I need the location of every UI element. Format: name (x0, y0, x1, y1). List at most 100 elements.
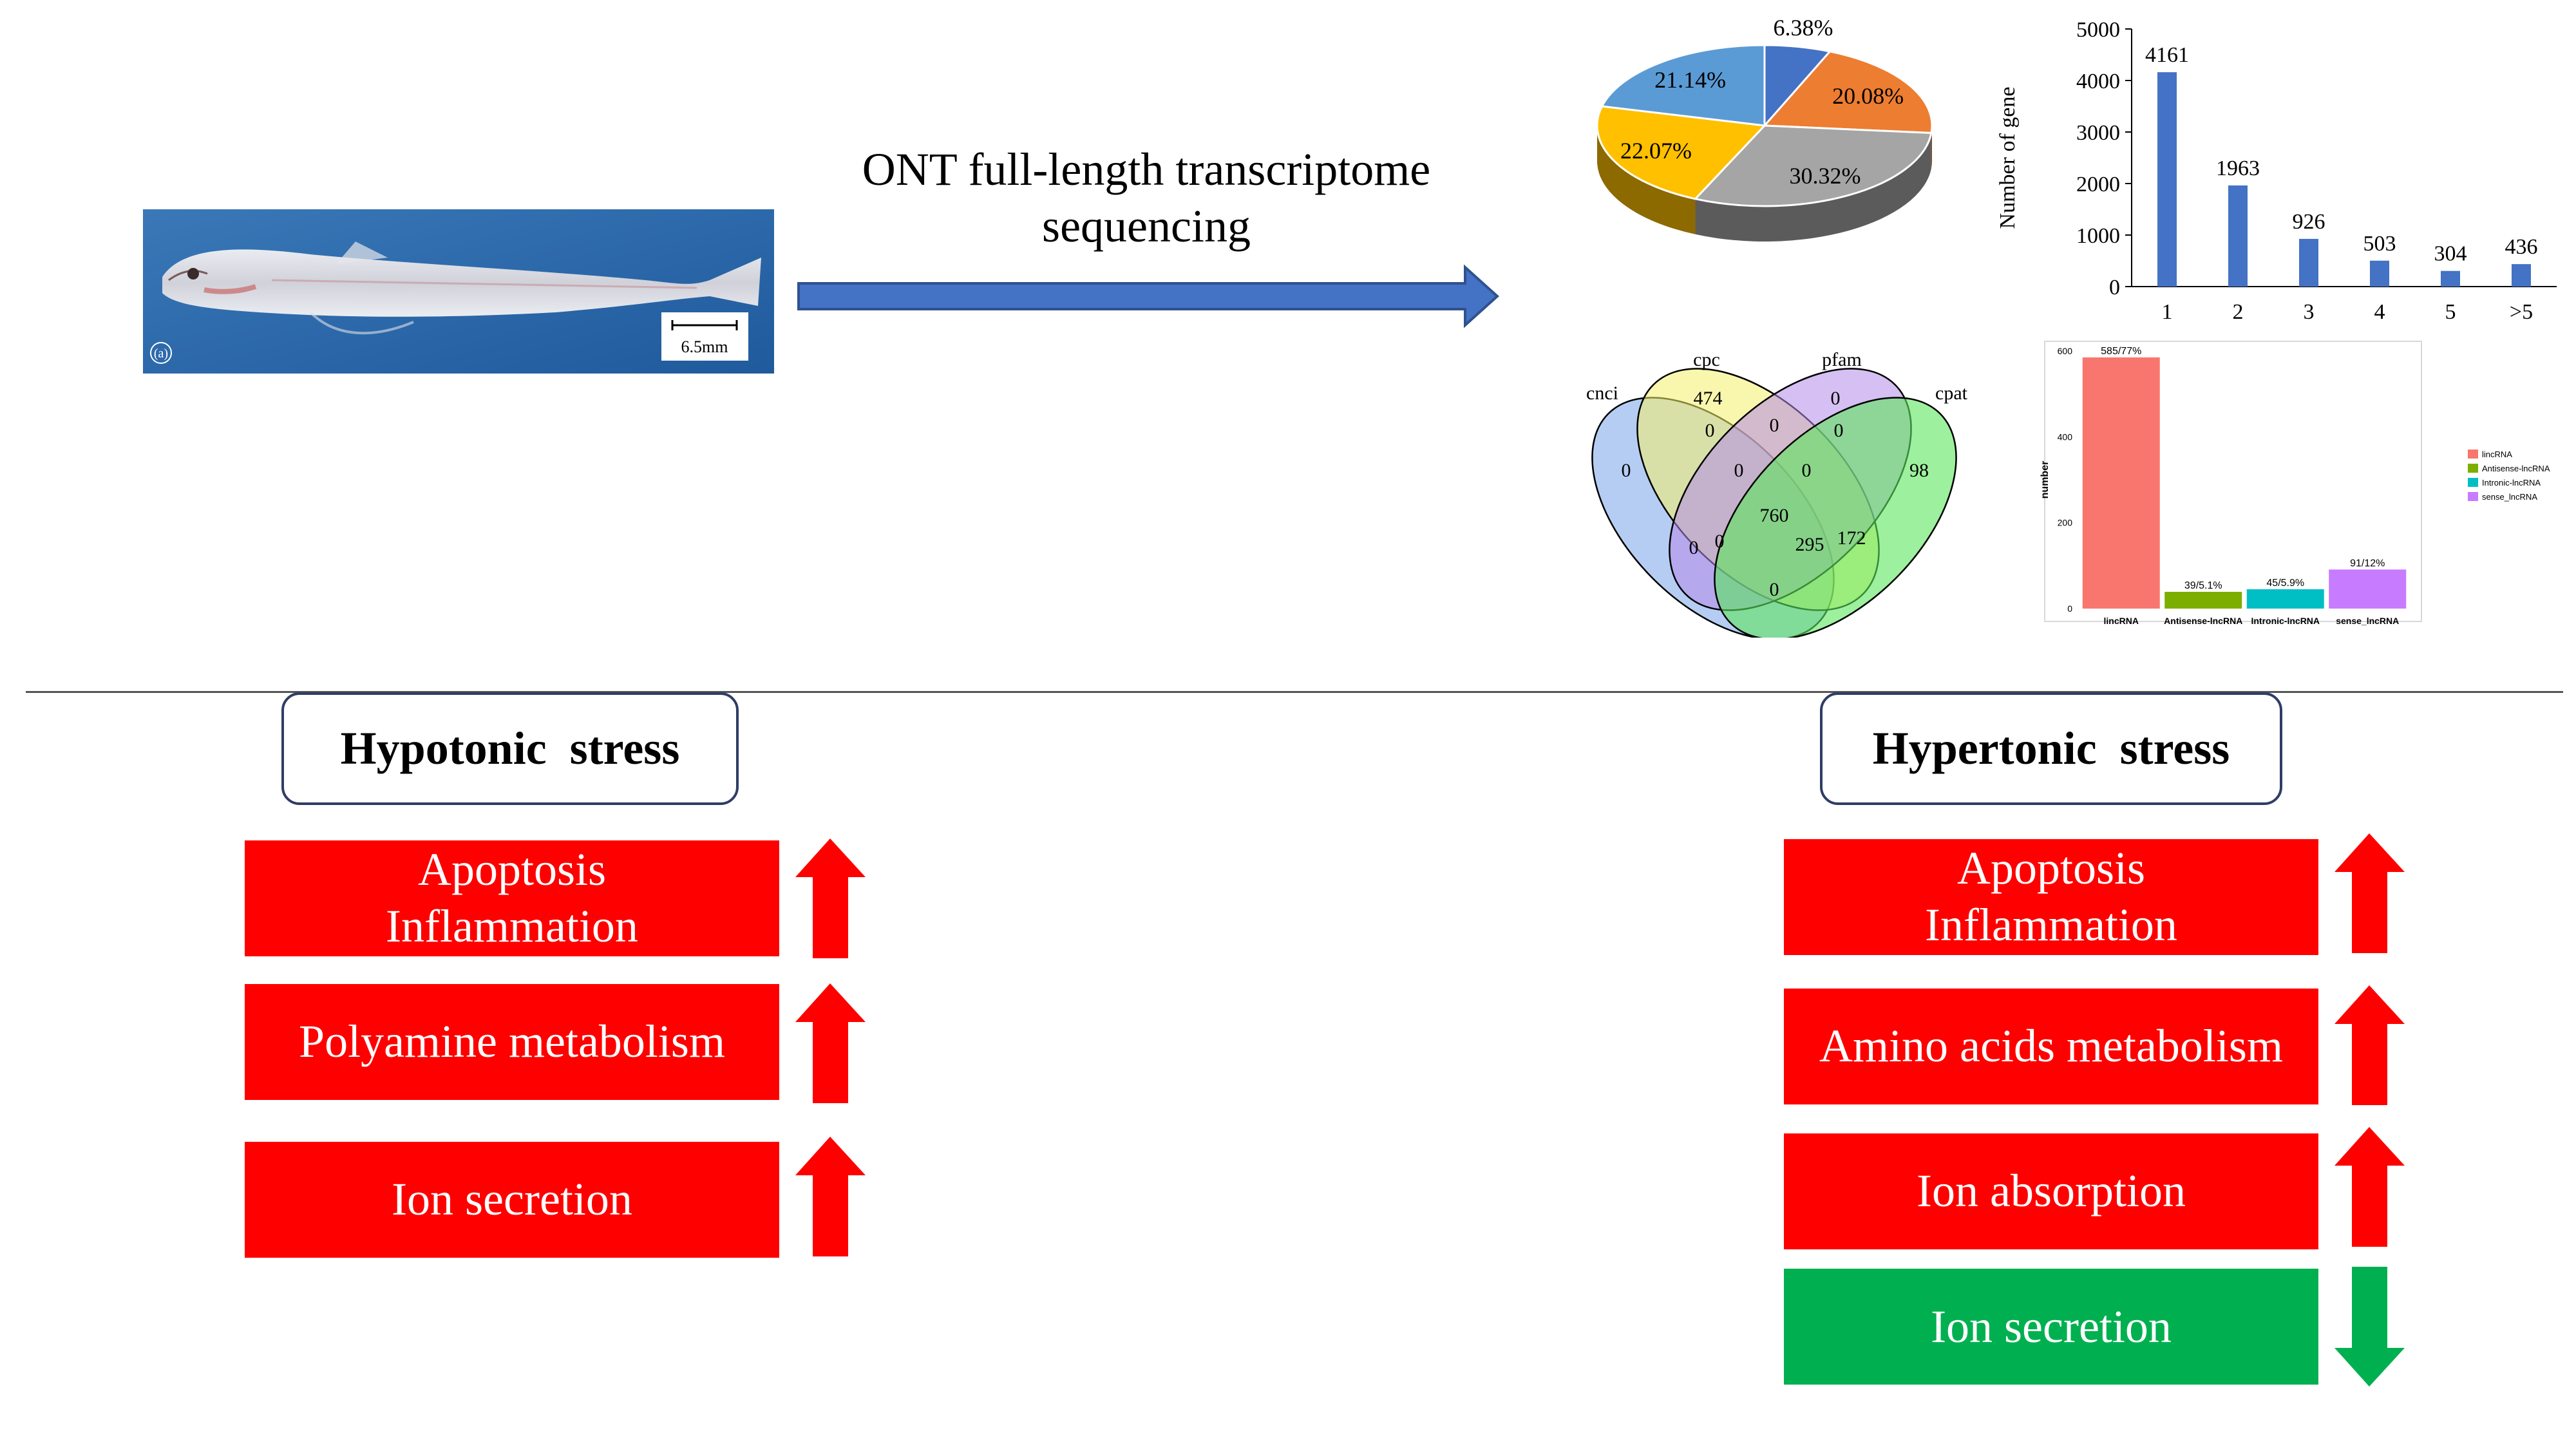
bar-value-label: 926 (2293, 210, 2325, 234)
legend-swatch (2468, 492, 2478, 501)
pie-slice-label: 20.08% (1832, 83, 1904, 109)
legend-label: Intronic-lncRNA (2482, 478, 2541, 488)
y-tick-label: 200 (2058, 518, 2073, 528)
legend-swatch (2468, 478, 2478, 487)
pie-chart: 6.38%20.08%30.32%22.07%21.14% (1596, 15, 1933, 242)
hypertonic-ion-secretion-box: Ion secretion (1784, 1269, 2318, 1385)
up-arrow-icon (2334, 1127, 2405, 1247)
hypotonic-stress-title: Hypotonic stress (281, 692, 739, 805)
bar-value-label: 4161 (2145, 43, 2189, 67)
fish-illustration: (a) 6.5mm (143, 209, 774, 374)
y-tick-label: 0 (2109, 276, 2120, 299)
x-tick-label: 5 (2445, 300, 2456, 324)
venn-set-cpat (1714, 397, 1957, 638)
y-tick-label: 1000 (2076, 224, 2120, 248)
venn-region-count: 474 (1694, 388, 1723, 409)
bar-value-label: 1963 (2216, 156, 2260, 180)
venn-ellipses (1591, 368, 1957, 638)
hypertonic-item-4-line-1: Ion secretion (1931, 1300, 2172, 1352)
down-arrow-icon (2334, 1267, 2405, 1387)
hypotonic-item-1-line-1: Apoptosis (417, 844, 607, 896)
bar (2329, 569, 2407, 609)
bar (2157, 72, 2177, 287)
bar (2441, 270, 2460, 287)
x-tick-label: 3 (2304, 300, 2315, 324)
venn-region-count: 760 (1760, 505, 1789, 526)
method-title: ONT full-length transcriptome sequencing (792, 140, 1501, 256)
up-arrow-icon (795, 1137, 866, 1256)
pie-slice-label: 6.38% (1774, 15, 1833, 41)
up-arrow-icon (795, 983, 866, 1103)
venn-region-count: 0 (1689, 537, 1699, 558)
bar-value-label: 91/12% (2350, 558, 2385, 569)
hypotonic-polyamine-box: Polyamine metabolism (245, 984, 779, 1100)
venn-region-count: 0 (1831, 388, 1841, 409)
hypertonic-stress-title: Hypertonic stress (1820, 692, 2282, 805)
bar (2370, 260, 2389, 287)
hypertonic-item-1-line-1: Apoptosis (1956, 842, 2146, 895)
fish-photo: (a) 6.5mm (143, 209, 774, 374)
venn-region-count: 172 (1837, 527, 1866, 549)
hypotonic-item-1-line-2: Inflammation (386, 900, 638, 952)
pie-slice (1762, 50, 1933, 135)
venn-region-count: 98 (1909, 460, 1929, 481)
hypertonic-amino-acids-box: Amino acids metabolism (1784, 989, 2318, 1104)
venn-region-count: 0 (1770, 579, 1779, 600)
panel-label: (a) (154, 346, 168, 361)
hypertonic-ion-absorption-box: Ion absorption (1784, 1133, 2318, 1249)
y-axis-label: Number of gene (1996, 87, 2020, 229)
bar (2512, 264, 2531, 287)
pie-slice (1693, 124, 1933, 207)
bar-value-label: 585/77% (2101, 346, 2141, 357)
hypertonic-item-3-line-1: Ion absorption (1917, 1165, 2186, 1217)
x-tick-label: >5 (2510, 300, 2533, 324)
y-tick-label: 2000 (2076, 173, 2120, 196)
x-tick-label: sense_lncRNA (2336, 616, 2399, 626)
method-line-1: ONT full-length transcriptome (862, 144, 1431, 196)
venn-region-count: 0 (1715, 531, 1725, 552)
gene-count-bar-chart: Number of gene 0 1000 2000 3000 4000 5000 4161 1… (1996, 18, 2557, 324)
venn-region-count: 0 (1770, 415, 1779, 436)
section-divider (26, 691, 2563, 693)
venn-region-count: 0 (1734, 460, 1744, 481)
bar (2228, 185, 2248, 287)
bar-value-label: 436 (2505, 235, 2538, 259)
legend-label: Antisense-lncRNA (2482, 464, 2550, 473)
x-tick-label: Intronic-lncRNA (2251, 616, 2320, 626)
method-line-2: sequencing (1042, 200, 1251, 252)
y-tick-label: 600 (2058, 346, 2073, 356)
venn-region-count: 0 (1622, 460, 1631, 481)
venn-region-count: 295 (1795, 534, 1824, 555)
bar-value-label: 304 (2434, 242, 2467, 266)
y-tick-label: 5000 (2076, 18, 2120, 42)
venn-region-count: 0 (1834, 420, 1844, 441)
x-tick-label: 2 (2233, 300, 2244, 324)
y-tick-label: 3000 (2076, 121, 2120, 145)
up-arrow-icon (2334, 985, 2405, 1105)
bar-value-label: 503 (2363, 232, 2396, 256)
up-arrow-icon (2334, 833, 2405, 953)
venn-region-count: 0 (1705, 420, 1715, 441)
pie-slice (1600, 44, 1766, 127)
bar (2246, 589, 2324, 609)
venn-set-label: pfam (1822, 349, 1862, 370)
y-tick-label: 0 (2067, 603, 2072, 614)
y-axis-label: number (2040, 461, 2050, 499)
venn-set-label: cpat (1935, 383, 1968, 404)
venn-set-label: cpc (1693, 349, 1720, 370)
bar (2164, 592, 2242, 609)
x-tick-label: Antisense-lncRNA (2164, 616, 2242, 626)
pie-slice-label: 21.14% (1654, 67, 1726, 93)
y-tick-label: 4000 (2076, 70, 2120, 93)
venn-region-count: 0 (1802, 460, 1812, 481)
hypotonic-item-2-line-1: Polyamine metabolism (299, 1016, 725, 1068)
legend-swatch (2468, 464, 2478, 473)
venn-set-label: cnci (1586, 383, 1618, 404)
bar (2082, 357, 2160, 609)
hypertonic-item-2-line-1: Amino acids metabolism (1819, 1020, 2283, 1072)
bar-value-label: 45/5.9% (2266, 578, 2304, 589)
flow-arrow (797, 264, 1499, 328)
pie-slice (1596, 105, 1767, 200)
